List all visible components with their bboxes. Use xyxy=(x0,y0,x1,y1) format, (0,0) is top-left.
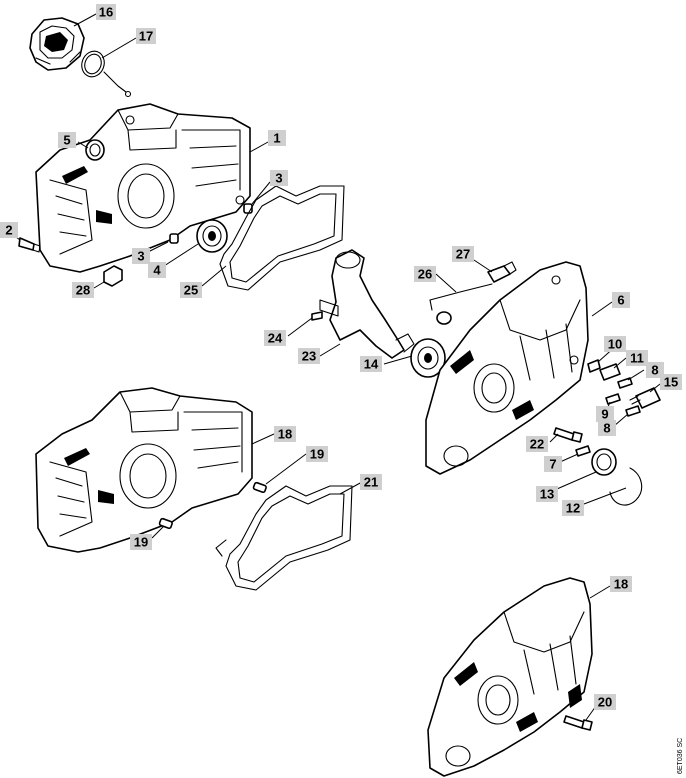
callout-5: 5 xyxy=(58,132,76,148)
svg-text:9: 9 xyxy=(601,407,608,422)
callout-14: 14 xyxy=(360,356,382,372)
callout-22: 22 xyxy=(526,436,548,452)
part-4-bearing xyxy=(196,219,228,253)
callout-4: 4 xyxy=(148,262,166,278)
svg-text:19: 19 xyxy=(134,535,148,550)
svg-text:27: 27 xyxy=(456,247,470,262)
part-17-oring xyxy=(81,50,132,98)
callout-1: 1 xyxy=(268,130,286,146)
svg-text:25: 25 xyxy=(184,283,198,298)
callout-8-lower: 8 xyxy=(598,420,616,436)
part-16-unit xyxy=(29,17,85,71)
part-13-seal xyxy=(591,448,617,476)
svg-text:4: 4 xyxy=(153,263,161,278)
part-12-circlip xyxy=(609,467,643,506)
leader-lines xyxy=(11,13,661,721)
svg-text:18: 18 xyxy=(614,577,628,592)
svg-text:23: 23 xyxy=(302,349,316,364)
callout-11: 11 xyxy=(626,350,648,366)
callout-24: 24 xyxy=(264,330,286,346)
svg-text:8: 8 xyxy=(603,421,610,436)
svg-text:13: 13 xyxy=(540,487,554,502)
callout-13: 13 xyxy=(536,486,558,502)
callout-6: 6 xyxy=(612,292,630,308)
part-22-screw xyxy=(553,427,583,443)
callout-17: 17 xyxy=(136,28,156,44)
svg-text:12: 12 xyxy=(566,501,580,516)
callout-12: 12 xyxy=(562,500,584,516)
svg-text:16: 16 xyxy=(99,5,113,20)
callout-19-lower: 19 xyxy=(130,534,152,550)
part-15-screw xyxy=(629,387,661,409)
callout-20: 20 xyxy=(594,694,616,710)
callout-19-upper: 19 xyxy=(306,446,328,462)
callout-18-bottom: 18 xyxy=(610,576,632,592)
part-27-fitting xyxy=(487,261,517,283)
part-28-plug xyxy=(103,265,123,287)
callout-18-middle: 18 xyxy=(274,426,296,442)
part-18-crankcase-right xyxy=(427,577,593,777)
part-9-pin xyxy=(605,393,621,405)
part-18-crankcase-left xyxy=(35,387,253,553)
part-19-pin-b xyxy=(158,517,173,530)
callout-10: 10 xyxy=(604,336,626,352)
part-14-bearing xyxy=(410,338,446,378)
part-23-crankshaft xyxy=(319,249,415,359)
svg-text:11: 11 xyxy=(630,351,644,366)
callout-3-upper: 3 xyxy=(270,170,288,186)
part-21-gasket xyxy=(215,485,353,591)
part-25-gasket xyxy=(219,185,345,291)
svg-text:5: 5 xyxy=(63,133,70,148)
callout-23: 23 xyxy=(298,348,320,364)
part-26-hose xyxy=(429,283,493,325)
part-2-screw xyxy=(18,237,41,253)
callout-28: 28 xyxy=(72,282,94,298)
callout-9: 9 xyxy=(596,406,614,422)
svg-text:10: 10 xyxy=(608,337,622,352)
part-20-screw xyxy=(563,715,593,731)
callout-26: 26 xyxy=(414,266,436,282)
callout-25: 25 xyxy=(180,282,202,298)
svg-text:14: 14 xyxy=(364,357,379,372)
callout-21: 21 xyxy=(360,474,382,490)
callout-2: 2 xyxy=(0,222,18,238)
svg-text:1: 1 xyxy=(273,131,280,146)
part-10-fitting xyxy=(587,359,601,373)
callout-27: 27 xyxy=(452,246,474,262)
callout-7: 7 xyxy=(544,456,562,472)
svg-text:20: 20 xyxy=(598,695,612,710)
callout-16: 16 xyxy=(96,4,116,20)
svg-text:8: 8 xyxy=(651,363,658,378)
svg-text:7: 7 xyxy=(549,457,556,472)
document-code: 6ET036 SC xyxy=(677,738,684,774)
svg-text:2: 2 xyxy=(5,223,12,238)
part-11-plug xyxy=(599,363,621,381)
svg-text:15: 15 xyxy=(664,375,678,390)
svg-text:22: 22 xyxy=(530,437,544,452)
svg-text:21: 21 xyxy=(364,475,378,490)
svg-text:3: 3 xyxy=(275,171,282,186)
part-24-key xyxy=(311,311,323,321)
svg-text:28: 28 xyxy=(76,283,90,298)
svg-text:26: 26 xyxy=(418,267,432,282)
svg-text:18: 18 xyxy=(278,427,292,442)
svg-text:17: 17 xyxy=(139,29,153,44)
callout-3-lower: 3 xyxy=(132,248,150,264)
svg-text:6: 6 xyxy=(617,293,624,308)
part-6-crankcase xyxy=(425,261,589,475)
svg-text:19: 19 xyxy=(310,447,324,462)
part-5-seal xyxy=(85,139,105,161)
svg-text:3: 3 xyxy=(137,249,144,264)
part-19-pin-a xyxy=(252,481,267,494)
part-3-pin-b xyxy=(169,233,179,244)
svg-text:24: 24 xyxy=(268,331,283,346)
callout-8-upper: 8 xyxy=(646,362,664,378)
callout-15: 15 xyxy=(660,374,682,390)
part-8-pin-upper xyxy=(617,377,633,389)
